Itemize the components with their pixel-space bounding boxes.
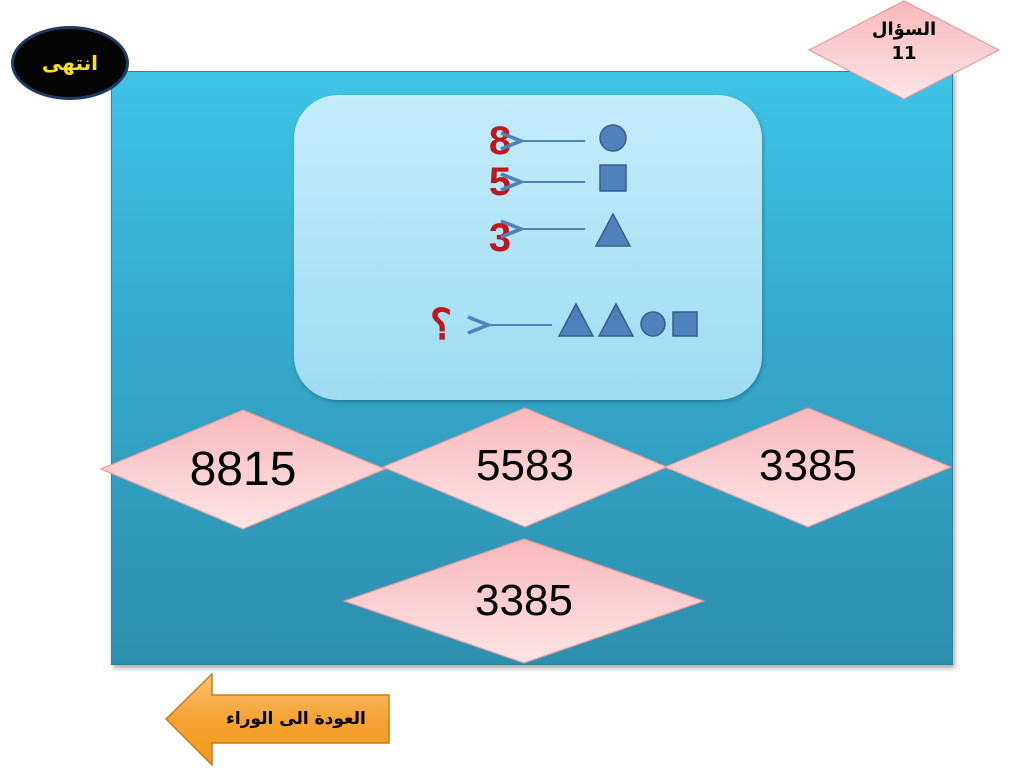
diamond-shape (100, 409, 386, 530)
answer-option-1-label: 8815 (189, 443, 297, 496)
question-number-badge: السؤال 11 (807, 0, 1001, 100)
diamond-shape (807, 0, 1001, 100)
diamond-shape (382, 407, 668, 528)
answer-option-3[interactable]: 3385 (664, 407, 952, 528)
back-button[interactable]: العودة الى الوراء (164, 672, 391, 767)
clue-value-triangle: 3 (488, 216, 512, 260)
question-card (294, 95, 762, 400)
clue-value-circle: 8 (488, 119, 512, 163)
answer-option-2[interactable]: 5583 (382, 407, 668, 528)
diamond-shape (343, 538, 705, 664)
answer-option-2-label: 5583 (476, 440, 574, 490)
end-button[interactable]: انتهى (11, 26, 129, 100)
arrow-left-icon (164, 672, 390, 767)
back-button-label: العودة الى الوراء (226, 709, 366, 729)
diamond-shape (664, 407, 952, 528)
question-answer-placeholder: ؟ (429, 300, 453, 349)
answer-option-4-label: 3385 (475, 576, 573, 625)
question-number: 11 (891, 43, 917, 64)
question-label: السؤال (871, 19, 937, 40)
answer-option-4[interactable]: 3385 (343, 538, 705, 664)
answer-option-1[interactable]: 8815 (100, 409, 386, 530)
clue-value-square: 5 (488, 160, 512, 204)
answer-option-3-label: 3385 (759, 440, 857, 490)
